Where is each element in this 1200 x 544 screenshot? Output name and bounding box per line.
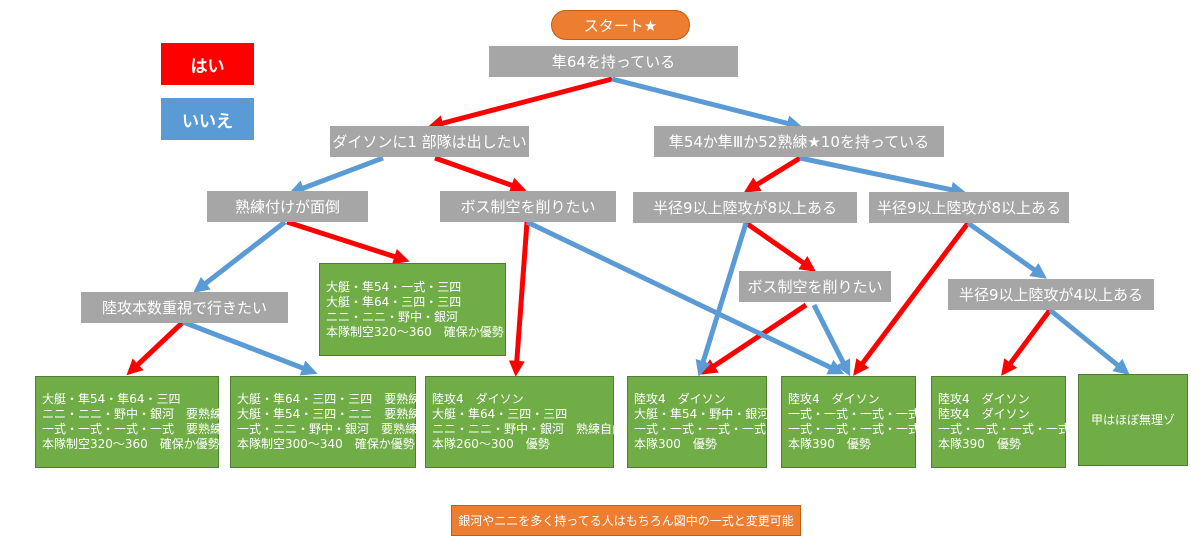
result-line: ニニ・ニニ・野中・銀河 熟練自由 xyxy=(432,422,625,436)
result-line: 陸攻4 ダイソン xyxy=(634,392,726,406)
arrow-no-hayabusa54 xyxy=(799,155,967,198)
arrow-yes-rikkou xyxy=(126,320,185,376)
result-box-4: 陸攻4 ダイソン 大艇・隼54・野中・銀河 一式・一式・一式・一式 本隊300 … xyxy=(627,376,770,468)
question-daison: ダイソンに1 部隊は出したい xyxy=(330,126,529,157)
result-line: 陸攻4 ダイソン xyxy=(788,392,880,406)
arrow-yes-hankei8a xyxy=(744,220,816,272)
question-boss-seikuu-1: ボス制空を削りたい xyxy=(440,191,616,222)
result-line: ニニ・ニニ・野中・銀河 xyxy=(326,309,459,324)
result-line: 一式・一式・一式・一式 xyxy=(634,422,767,436)
arrow-yes-hayabusa64 xyxy=(427,76,613,131)
arrow-yes-boss2 xyxy=(701,302,808,375)
question-label: ボス制空を削りたい xyxy=(460,198,596,216)
result-line: 大艇・隼54・隼64・三四 xyxy=(42,392,181,406)
result-line: 本隊制空320～360 確保か優勢 xyxy=(42,437,220,451)
result-line: 本隊390 優勢 xyxy=(938,437,1021,451)
result-box-1: 大艇・隼54・隼64・三四 ニニ・ニニ・野中・銀河 要熟練 一式・一式・一式・一… xyxy=(35,376,223,468)
result-line: 本隊390 優勢 xyxy=(788,437,871,451)
question-label: ダイソンに1 部隊は出したい xyxy=(332,133,527,151)
result-line: 本隊260～300 優勢 xyxy=(432,437,550,451)
question-jukuren-mendou: 熟練付けが面倒 xyxy=(207,191,368,222)
bottom-note: 銀河やニニを多く持ってる人はもちろん図中の一式と変更可能 xyxy=(451,505,801,536)
result-line: 大艇・隼54・野中・銀河 xyxy=(634,407,770,421)
legend-no-label: いいえ xyxy=(182,111,233,132)
question-boss-seikuu-2: ボス制空を削りたい xyxy=(739,271,891,302)
result-line: 本隊300 優勢 xyxy=(634,437,717,451)
question-label: ボス制空を削りたい xyxy=(747,278,883,296)
arrow-no-hayabusa64 xyxy=(611,76,803,132)
question-hayabusa64: 隼64を持っている xyxy=(489,46,738,77)
question-label: 陸攻本数重視で行きたい xyxy=(101,299,267,317)
legend-no: いいえ xyxy=(161,98,254,140)
question-label: 隼54か隼Ⅲか52熟練★10を持っている xyxy=(668,133,930,151)
result-line: 陸攻4 ダイソン xyxy=(938,392,1030,406)
question-label: 半径9以上陸攻が8以上ある xyxy=(876,199,1062,217)
result-line: 大艇・隼54・一式・三四 xyxy=(326,279,462,294)
result-line: 甲はほぼ無理ゾ xyxy=(1090,412,1175,427)
arrow-yes-daison xyxy=(434,155,527,193)
arrow-no-jukuren xyxy=(193,220,287,293)
question-hankei-8-b: 半径9以上陸攻が8以上ある xyxy=(869,192,1069,223)
result-line: ニニ・ニニ・野中・銀河 要熟練 xyxy=(42,407,223,421)
arrow-no-rikkou xyxy=(182,319,318,376)
legend-yes: はい xyxy=(161,43,254,85)
arrow-yes-hankei8b xyxy=(853,221,970,376)
arrow-no-hankei4 xyxy=(1048,308,1130,376)
result-box-mid: 大艇・隼54・一式・三四 大艇・隼64・三四・三四 ニニ・ニニ・野中・銀河 本隊… xyxy=(319,263,506,356)
result-box-2: 大艇・隼64・三四・三四 要熟練 大艇・隼54・三四・ニニ 要熟練 一式・ニニ・… xyxy=(230,376,421,468)
result-line: 陸攻4 ダイソン xyxy=(938,407,1030,421)
result-line: 大艇・隼64・三四・三四 要熟練 xyxy=(237,392,421,406)
arrow-no-boss1 xyxy=(525,219,845,375)
result-line: 一式・一式・一式・一式 xyxy=(938,422,1071,436)
question-rikkou-honsuu: 陸攻本数重視で行きたい xyxy=(81,292,288,323)
arrow-no-hankei8a xyxy=(695,222,749,377)
arrow-yes-hayabusa54 xyxy=(743,155,802,193)
legend-yes-label: はい xyxy=(190,56,225,77)
arrow-yes-jukuren xyxy=(286,219,410,265)
start-node: スタート★ xyxy=(551,10,690,40)
result-line: 一式・一式・一式・一式 要熟練 xyxy=(42,422,223,436)
result-line: 一式・一式・一式・一式 xyxy=(788,407,921,421)
arrow-no-boss2 xyxy=(811,303,851,377)
result-line: 一式・一式・一式・一式 xyxy=(788,422,921,436)
question-label: 半径9以上陸攻が8以上ある xyxy=(652,199,838,217)
result-line: 本隊制空320～360 確保か優勢 xyxy=(326,324,504,339)
result-line: 大艇・隼64・三四・三四 xyxy=(432,407,568,421)
arrow-no-daison xyxy=(288,155,384,196)
result-line: 一式・ニニ・野中・銀河 要熟練 xyxy=(237,422,418,436)
question-label: 隼64を持っている xyxy=(551,53,676,71)
result-box-6: 陸攻4 ダイソン 陸攻4 ダイソン 一式・一式・一式・一式 本隊390 優勢 xyxy=(931,376,1071,468)
question-hankei-4: 半径9以上陸攻が4以上ある xyxy=(948,279,1154,310)
arrow-yes-boss1 xyxy=(508,221,530,377)
question-label: 熟練付けが面倒 xyxy=(234,198,340,216)
question-hayabusa54: 隼54か隼Ⅲか52熟練★10を持っている xyxy=(654,126,944,157)
note-text: 銀河やニニを多く持ってる人はもちろん図中の一式と変更可能 xyxy=(458,514,794,528)
result-line: 大艇・隼64・三四・三四 xyxy=(326,294,462,309)
result-box-7: 甲はほぼ無理ゾ xyxy=(1078,374,1188,466)
arrow-no-hankei8b xyxy=(966,220,1047,279)
result-line: 大艇・隼54・三四・ニニ 要熟練 xyxy=(237,407,421,421)
result-box-3: 陸攻4 ダイソン 大艇・隼64・三四・三四 ニニ・ニニ・野中・銀河 熟練自由 本… xyxy=(425,376,625,468)
arrow-yes-hankei4 xyxy=(1001,308,1053,376)
question-label: 半径9以上陸攻が4以上ある xyxy=(958,286,1144,304)
result-box-5: 陸攻4 ダイソン 一式・一式・一式・一式 一式・一式・一式・一式 本隊390 優… xyxy=(781,376,921,468)
start-label: スタート★ xyxy=(583,16,658,35)
question-hankei-8-a: 半径9以上陸攻が8以上ある xyxy=(633,192,857,223)
result-line: 陸攻4 ダイソン xyxy=(432,392,524,406)
result-line: 本隊制空300～340 確保か優勢 xyxy=(237,437,415,451)
